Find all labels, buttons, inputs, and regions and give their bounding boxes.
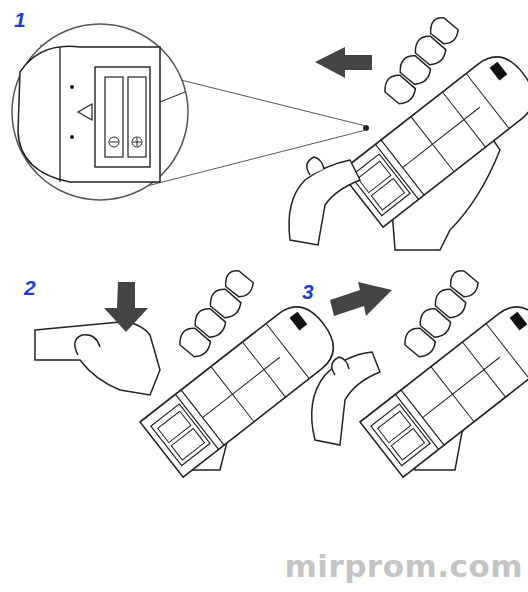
callout-number-holder: 1 — [14, 8, 26, 32]
callout-number: 1 — [14, 8, 26, 31]
callout-number: 2 — [24, 276, 36, 299]
callout-number-holder: 2 — [24, 276, 36, 300]
watermark-holder: mirprom.com — [284, 548, 523, 584]
callout-number: 3 — [302, 280, 314, 303]
callout-number-holder: 3 — [302, 280, 314, 304]
watermark: mirprom.com — [284, 548, 523, 584]
